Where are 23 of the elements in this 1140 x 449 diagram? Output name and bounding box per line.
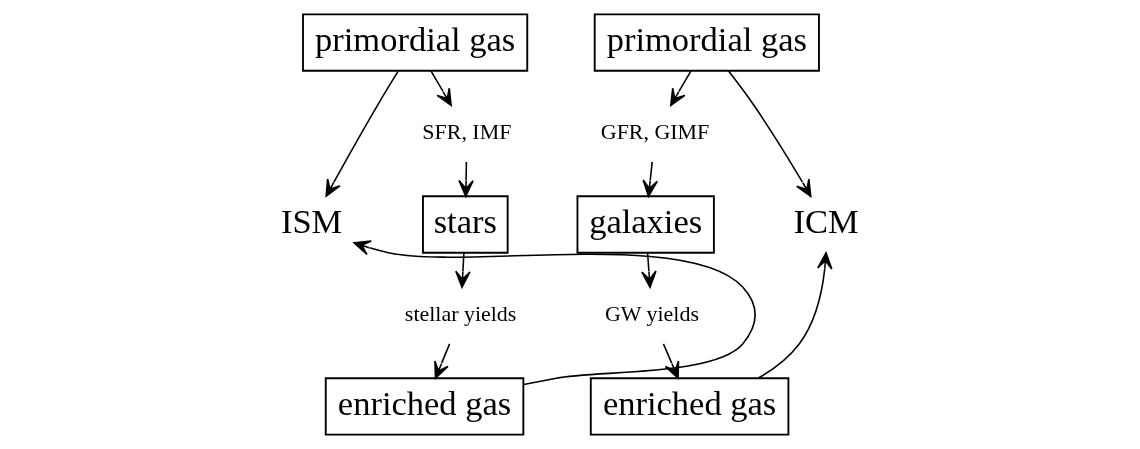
node-box: enriched gas	[324, 377, 525, 436]
arrow	[430, 70, 452, 107]
arrow	[641, 252, 657, 288]
node-text: SFR, IMF	[422, 119, 512, 145]
node-box: stars	[422, 195, 509, 254]
node-box: primordial gas	[302, 13, 529, 72]
node-text: stellar yields	[404, 301, 517, 327]
arrow	[670, 70, 692, 107]
node-text: ICM	[793, 202, 859, 241]
arrow	[353, 240, 757, 386]
arrow	[642, 161, 658, 198]
node-text: GW yields	[604, 301, 699, 327]
node-box: enriched gas	[589, 377, 790, 436]
node-text: ISM	[280, 202, 343, 241]
arrow	[458, 161, 474, 198]
arrow	[727, 70, 812, 198]
arrow	[455, 252, 471, 288]
node-text: GFR, GIMF	[600, 119, 710, 145]
arrow	[757, 252, 833, 379]
arrow	[325, 70, 399, 197]
node-box: galaxies	[576, 195, 715, 254]
node-box: primordial gas	[593, 13, 820, 72]
arrow	[434, 343, 451, 379]
